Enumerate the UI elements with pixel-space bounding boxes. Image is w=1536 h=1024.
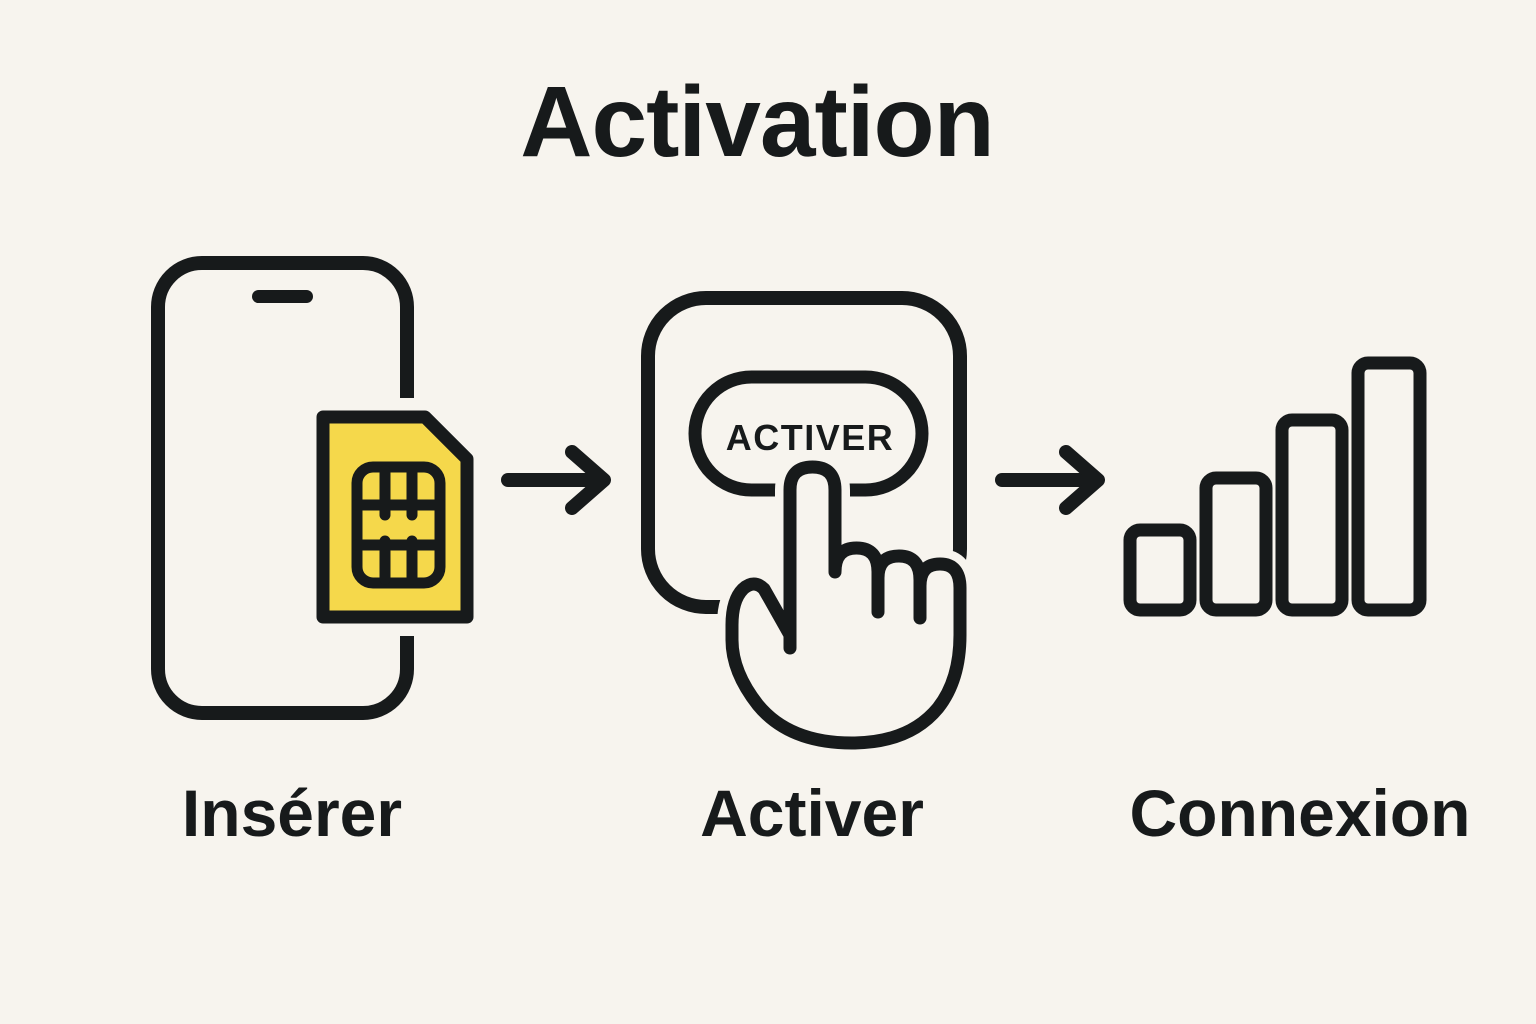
phone-speaker: [252, 290, 313, 303]
step-label-inserer: Insérer: [181, 776, 403, 850]
arrow-right-icon: [995, 445, 1105, 515]
signal-bars-icon: [1123, 356, 1427, 617]
signal-bar-2: [1199, 471, 1273, 617]
step-label-connexion: Connexion: [1129, 776, 1471, 850]
activate-tap-icon: ACTIVER: [641, 291, 975, 759]
tap-hand-icon: [725, 460, 967, 750]
step-label-activer: Activer: [700, 776, 924, 850]
page-title: Activation: [520, 66, 994, 178]
signal-bar-4: [1351, 356, 1427, 617]
sim-chip: [351, 461, 446, 589]
signal-bar-1: [1123, 523, 1197, 617]
phone-sim-icon: [151, 256, 486, 720]
arrow-right-icon: [501, 445, 611, 515]
activer-button-label: ACTIVER: [726, 417, 895, 458]
signal-bar-3: [1275, 413, 1349, 617]
